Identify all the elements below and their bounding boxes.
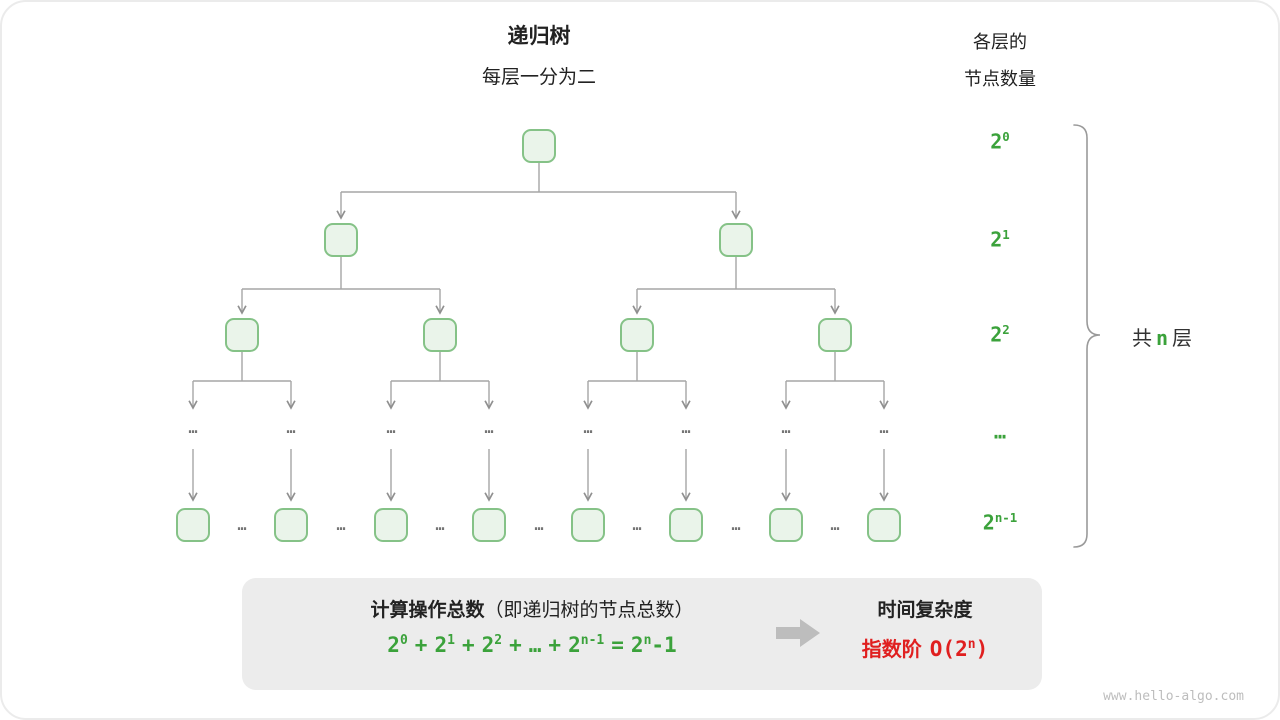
ellipsis: … [237,516,247,534]
complexity-title: 时间复杂度 [877,600,973,621]
level-count-label: 21 [990,227,1010,252]
tree-node [472,508,506,542]
ellipsis: … [781,419,791,437]
ellipsis: … [435,516,445,534]
operations-title-bold: 计算操作总数 [370,600,485,621]
tree-node [769,508,803,542]
formula-result: 2n-1 [630,633,677,657]
tree-connector-arrows [188,192,889,502]
big-o-notation: O(2n) [929,637,989,661]
level-count-label: 20 [990,129,1010,154]
tree-node [818,318,852,352]
formula-term: 20 [387,633,408,657]
equals-operator: = [611,633,624,657]
formula-term: 21 [434,633,455,657]
ellipsis: … [583,419,593,437]
tree-node [324,223,358,257]
arrow-right-icon [776,619,820,647]
tree-node [176,508,210,542]
plus-operator: + [509,633,522,657]
tree-node [225,318,259,352]
plus-operator: + [548,633,562,657]
summary-box: 计算操作总数（即递归树的节点总数） 20+21+22+…+2n-1=2n-1 时… [242,578,1042,690]
complexity-block: 时间复杂度 指数阶 O(2n) [820,595,1030,662]
formula-term: 22 [481,633,503,657]
ellipsis: … [731,516,741,534]
tree-node [719,223,753,257]
complexity-value: 指数阶 O(2n) [820,633,1030,662]
operations-formula: 20+21+22+…+2n-1=2n-1 [258,633,806,657]
level-count-label: 22 [990,322,1010,347]
complexity-class-label: 指数阶 [861,639,922,661]
tree-node [620,318,654,352]
watermark: www.hello-algo.com [1103,689,1244,704]
tree-node [522,129,556,163]
ellipsis: … [830,516,840,534]
ellipsis: … [632,516,642,534]
ellipsis: … [286,419,296,437]
tree-connector-lines [193,163,884,382]
operations-block: 计算操作总数（即递归树的节点总数） 20+21+22+…+2n-1=2n-1 [258,595,806,657]
tree-node [374,508,408,542]
formula-term: 2n-1 [568,633,605,657]
ellipsis: … [336,516,346,534]
level-count-label: 2n-1 [982,510,1018,535]
tree-node [571,508,605,542]
tree-node [867,508,901,542]
tree-node [669,508,703,542]
tree-node [274,508,308,542]
ellipsis: … [484,419,494,437]
operations-title-rest: （即递归树的节点总数） [484,600,694,621]
levels-column-header-line1: 各层的 [973,32,1027,52]
total-levels-prefix: 共 [1132,328,1152,350]
ellipsis: … [386,419,396,437]
plus-operator: + [461,633,475,657]
formula-term: … [528,633,542,657]
page-title: 递归树 [507,25,571,48]
operations-title: 计算操作总数（即递归树的节点总数） [258,595,806,622]
tree-node [423,318,457,352]
brace [1073,124,1101,548]
ellipsis: … [681,419,691,437]
total-levels-suffix: 层 [1172,328,1193,350]
levels-column-header: 各层的 节点数量 [942,24,1058,98]
level-count-label: … [993,419,1007,444]
ellipsis: … [879,419,889,437]
page-subtitle: 每层一分为二 [481,67,596,88]
ellipsis: … [188,419,198,437]
total-levels-n: n [1156,326,1169,350]
ellipsis: … [534,516,544,534]
levels-column-header-line2: 节点数量 [964,69,1036,89]
plus-operator: + [414,633,428,657]
